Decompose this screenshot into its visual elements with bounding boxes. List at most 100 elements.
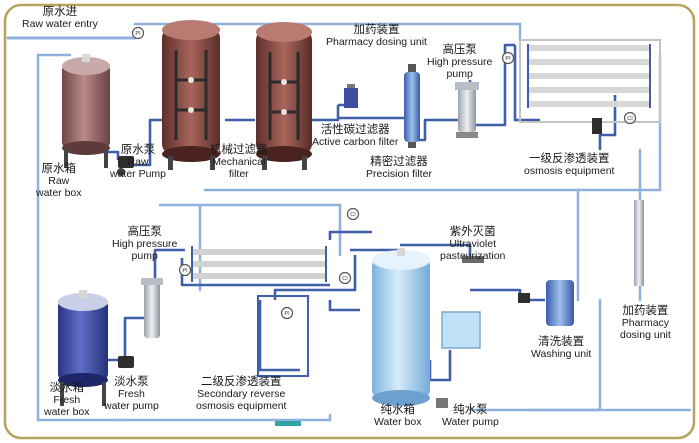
label-ultraviolet-en1: Ultraviolet (449, 237, 497, 250)
label-active-carbon-filter-en: Active carbon filter (312, 135, 399, 148)
raw-water-pump (117, 156, 134, 176)
label-fresh-water-box: 淡水箱 Fresh water box (44, 382, 90, 418)
label-secondary-ro: 二级反渗透装置 Secondary reverse osmosis equipm… (196, 376, 286, 412)
label-secondary-ro-zh: 二级反渗透装置 (200, 376, 282, 388)
first-reverse-osmosis-rack (519, 39, 661, 134)
gauge-pi-raw: PI (131, 26, 145, 40)
label-fresh-water-box-en2: water box (44, 405, 90, 418)
pure-water-pump (436, 311, 481, 408)
label-raw-water-pump: 原水泵 Raw water Pump (110, 144, 166, 180)
label-mechanical-filter-en1: Mechanical (212, 155, 266, 168)
svg-text:PI: PI (135, 31, 141, 37)
label-pure-water-box-zh: 纯水箱 (380, 404, 415, 416)
label-precision-filter-zh: 精密过滤器 (370, 156, 428, 168)
label-fresh-water-pump-en1: Fresh (118, 387, 145, 400)
label-pharmacy-dosing-right-zh: 加药装置 (622, 305, 669, 317)
label-pure-water-pump-zh: 纯水泵 (453, 404, 488, 416)
label-pure-water-box-en: Water box (374, 415, 422, 428)
label-pure-water-pump-en: Water pump (442, 415, 499, 428)
ultraviolet-unit (462, 256, 484, 263)
label-high-pressure-pump-top: 高压泵 High pressure pump (427, 44, 492, 80)
label-washing-unit: 清洗装置 Washing unit (531, 336, 591, 361)
label-washing-unit-en: Washing unit (531, 347, 592, 360)
label-ultraviolet-en2: pasteurization (440, 249, 506, 262)
label-fresh-water-box-en1: Fresh (53, 393, 81, 406)
label-ultraviolet: 紫外灭菌 Ultraviolet pasteurization (440, 226, 505, 262)
label-first-ro: 一级反渗透装置 osmosis equipment (524, 153, 614, 178)
label-active-carbon-filter: 活性碳过滤器 Active carbon filter (312, 124, 398, 149)
pipe-network (6, 22, 692, 422)
svg-text:CI: CI (350, 212, 356, 218)
label-mechanical-filter-zh: 机械过滤器 (210, 144, 268, 156)
label-hp-pump-top-en2: pump (446, 67, 473, 80)
svg-text:PI: PI (284, 311, 290, 317)
label-hp-pump-mid-zh: 高压泵 (127, 226, 162, 238)
label-hp-pump-top-zh: 高压泵 (442, 44, 477, 56)
label-raw-water-entry: 原水进 Raw water entry (22, 6, 98, 31)
label-raw-water-box-en1: Raw (48, 174, 70, 187)
raw-water-tank (62, 54, 110, 168)
svg-text:PI: PI (505, 56, 511, 62)
washing-unit (518, 280, 574, 326)
label-mechanical-filter: 机械过滤器 Mechanical filter (210, 144, 268, 180)
label-raw-water-pump-zh: 原水泵 (120, 144, 156, 156)
fresh-water-pump (118, 356, 134, 368)
gauge-ci-first-ro: CI (623, 111, 637, 125)
gauge-pi-hp-mid: PI (178, 263, 192, 277)
pharmacy-dosing-unit-right (634, 200, 644, 286)
gauge-ci-mid: CI (338, 271, 352, 285)
label-hp-pump-mid-en2: pump (131, 249, 158, 262)
high-pressure-pump-top (455, 82, 479, 138)
gauge-pi-secondary-ro: PI (280, 306, 294, 320)
secondary-reverse-osmosis-rack (191, 246, 327, 426)
label-raw-water-pump-en2: water Pump (110, 167, 167, 180)
label-first-ro-zh: 一级反渗透装置 (528, 153, 610, 165)
label-pharmacy-dosing-top-en: Pharmacy dosing unit (326, 35, 427, 48)
label-fresh-water-pump-zh: 淡水泵 (114, 376, 149, 388)
label-mechanical-filter-en2: filter (228, 167, 249, 180)
label-hp-pump-top-en1: High pressure (427, 55, 493, 68)
label-high-pressure-pump-mid: 高压泵 High pressure pump (112, 226, 177, 262)
pharmacy-dosing-unit-top (344, 84, 358, 108)
label-fresh-water-pump: 淡水泵 Fresh water pump (104, 376, 159, 412)
precision-filter (404, 64, 420, 148)
high-pressure-pump-mid (141, 278, 163, 338)
label-pharmacy-dosing-top: 加药装置 Pharmacy dosing unit (326, 24, 427, 49)
active-carbon-filter-vessel (256, 22, 312, 170)
label-pharmacy-dosing-right: 加药装置 Pharmacy dosing unit (620, 305, 671, 341)
svg-text:PI: PI (182, 268, 188, 274)
label-raw-water-entry-en: Raw water entry (22, 17, 98, 30)
label-hp-pump-mid-en1: High pressure (112, 237, 178, 250)
fresh-water-tank (58, 290, 108, 406)
gauge-ci-mid-top: CI (346, 207, 360, 221)
label-fresh-water-box-zh: 淡水箱 (49, 382, 85, 394)
label-precision-filter: 精密过滤器 Precision filter (366, 156, 432, 181)
label-pure-water-box: 纯水箱 Water box (374, 404, 421, 429)
label-pharmacy-dosing-right-en2: dosing unit (620, 328, 671, 341)
label-first-ro-en: osmosis equipment (524, 164, 615, 177)
label-raw-water-box-en2: water box (36, 186, 82, 199)
diagram-frame (3, 3, 696, 440)
pressure-gauges: PI PI CI CI CI PI PI (131, 26, 637, 320)
label-active-carbon-filter-zh: 活性碳过滤器 (320, 124, 390, 136)
label-precision-filter-en: Precision filter (366, 167, 432, 180)
label-raw-water-box: 原水箱 Raw water box (36, 163, 82, 199)
label-pharmacy-dosing-right-en1: Pharmacy (621, 316, 670, 329)
label-secondary-ro-en2: osmosis equipment (196, 399, 287, 412)
label-raw-water-entry-zh: 原水进 (42, 6, 78, 18)
label-secondary-ro-en1: Secondary reverse (197, 387, 286, 400)
label-ultraviolet-zh: 紫外灭菌 (449, 226, 496, 238)
label-pure-water-pump: 纯水泵 Water pump (442, 404, 499, 429)
label-raw-water-box-zh: 原水箱 (41, 163, 77, 175)
label-pharmacy-dosing-top-zh: 加药装置 (353, 24, 400, 36)
label-fresh-water-pump-en2: water pump (104, 399, 159, 412)
mechanical-filter-vessel (162, 20, 220, 170)
gauge-pi-first-ro: PI (501, 51, 515, 65)
pure-water-tank (372, 248, 430, 406)
label-washing-unit-zh: 清洗装置 (538, 336, 585, 348)
svg-text:CI: CI (342, 276, 348, 282)
svg-text:CI: CI (627, 116, 633, 122)
label-raw-water-pump-en1: Raw (127, 155, 149, 168)
